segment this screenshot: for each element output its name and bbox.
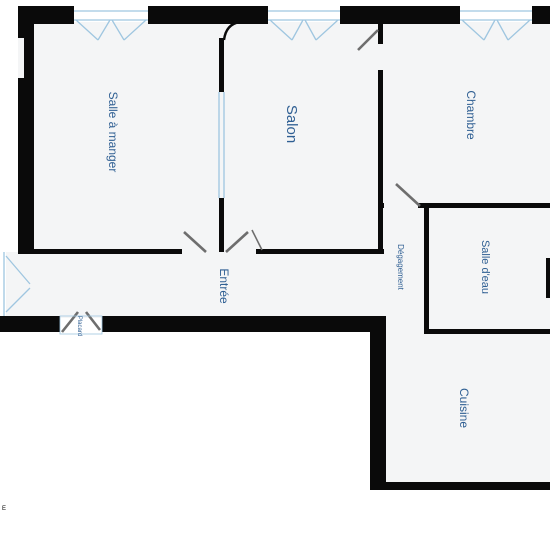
wall-salon-chambre-b	[378, 70, 383, 254]
floor-entree	[6, 252, 386, 318]
door-chambre	[357, 29, 379, 51]
floor-chambre	[380, 22, 550, 208]
walls	[0, 6, 550, 490]
window-entry-left	[3, 252, 31, 316]
wall-bath-fixture	[546, 258, 550, 298]
wall-dining-bottom-a	[18, 249, 182, 254]
floor-salle-a-manger	[32, 22, 222, 254]
floor-cuisine	[384, 332, 550, 484]
door-dining-leaf	[251, 229, 263, 251]
wall-kitchen-bottom	[370, 482, 550, 490]
label-entree: Entrée	[217, 268, 231, 304]
wall-top-3	[340, 6, 460, 24]
label-cuisine: Cuisine	[457, 388, 471, 428]
wall-entry-bottom-b	[102, 316, 386, 332]
door-salon-arc	[222, 20, 241, 41]
floor-salle-deau	[426, 208, 550, 332]
windows	[3, 10, 532, 316]
door-degagement	[395, 183, 421, 207]
wall-partition-lower	[219, 198, 224, 252]
label-chambre: Chambre	[464, 90, 478, 140]
wall-dining-bottom-b	[256, 249, 384, 254]
door-placard	[60, 311, 102, 333]
wall-entry-bottom-a	[0, 316, 60, 332]
wall-left-notch	[18, 38, 24, 78]
wall-chambre-bottom-a	[378, 203, 384, 208]
placard-frame	[59, 315, 103, 335]
floor-salon	[222, 22, 380, 254]
room-labels: Salle à manger Salon Chambre Salle d'eau…	[76, 90, 491, 428]
label-salle-deau: Salle d'eau	[479, 240, 491, 294]
window-partition	[218, 92, 225, 198]
wall-kitchen-left	[370, 330, 386, 486]
doors	[59, 20, 421, 335]
wall-chambre-bottom-b	[418, 203, 550, 208]
wall-top-2	[148, 6, 268, 24]
label-degagement: Dégagement	[396, 244, 405, 291]
label-salon: Salon	[283, 105, 300, 143]
wall-salon-chambre-a	[378, 22, 383, 44]
floor-areas	[6, 22, 550, 484]
window-salon	[268, 10, 340, 41]
wall-bath-left	[424, 208, 429, 334]
floor-degagement	[380, 205, 426, 335]
window-chambre	[460, 10, 532, 41]
label-salle-a-manger: Salle à manger	[106, 92, 120, 173]
window-dining	[74, 10, 148, 41]
door-dining	[183, 231, 249, 253]
label-placard: Placard	[76, 316, 82, 336]
corner-mark: E	[2, 506, 6, 512]
wall-bath-bottom	[424, 329, 550, 334]
wall-top-4	[532, 6, 550, 24]
wall-partition-upper	[219, 38, 224, 92]
